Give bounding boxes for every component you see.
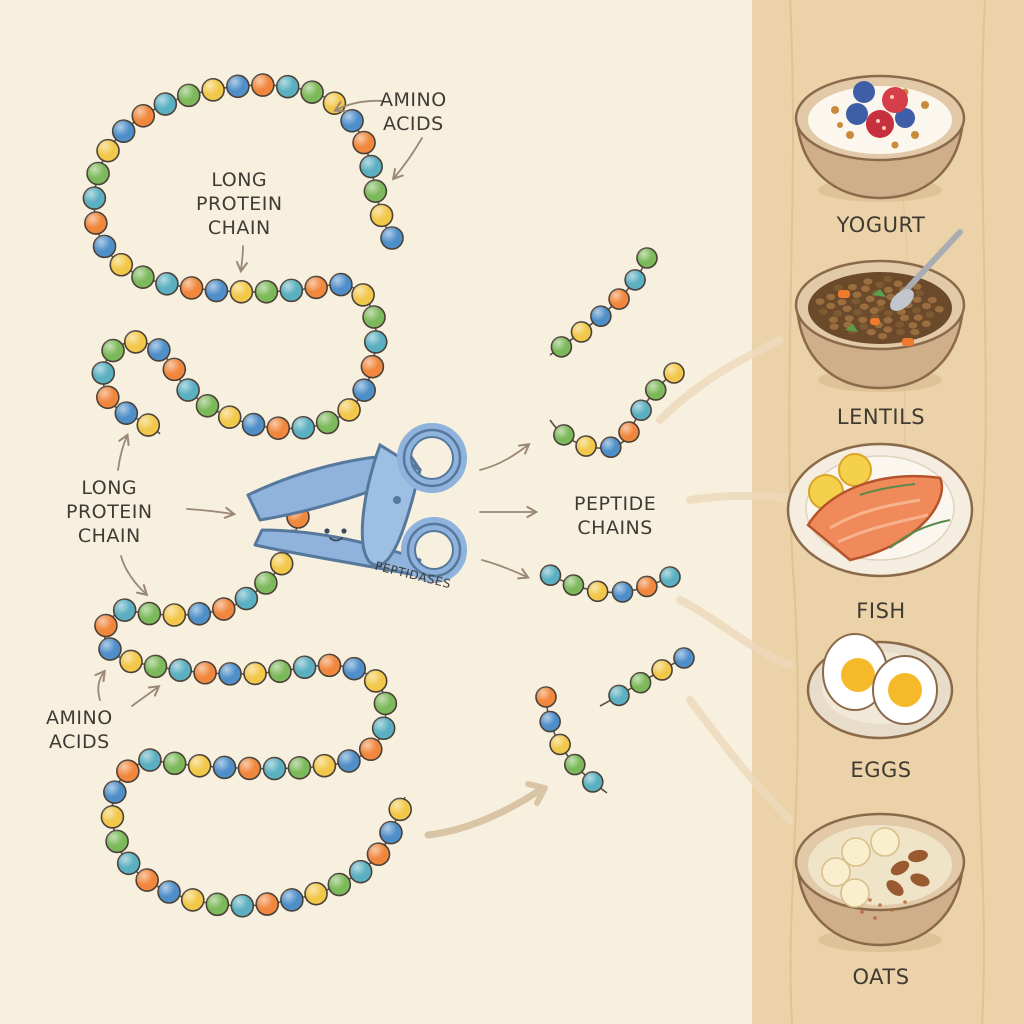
peptide-fragment-4: [599, 647, 695, 707]
peptide-fragment-5: [535, 686, 608, 794]
oats-bowl-icon: [794, 812, 966, 952]
flow-arrow: [479, 442, 531, 471]
flow-arrows: [94, 99, 548, 839]
flow-arrow: [186, 506, 237, 519]
peptide-fragment-1: [549, 247, 658, 358]
flow-arrow: [120, 555, 149, 597]
lentils-bowl-icon: [794, 229, 966, 392]
flow-arrow: [131, 685, 161, 707]
flow-arrow: [481, 559, 530, 580]
food-label-oats: OATS: [852, 965, 910, 989]
food-swooshes: [656, 336, 794, 824]
yogurt-bowl-icon: [794, 74, 966, 202]
amino-acid-beads: [82, 73, 695, 918]
flow-arrow: [235, 245, 248, 274]
long-protein-chain-upper: [82, 73, 404, 440]
food-label-fish: FISH: [856, 599, 906, 623]
flow-arrow: [333, 99, 384, 113]
food-label-eggs: EGGS: [850, 758, 912, 782]
long-protein-chain-lower: [94, 505, 412, 918]
eggs-plate-icon: [806, 633, 954, 740]
peptide-fragment-2: [549, 362, 685, 459]
peptide-fragment-3: [539, 564, 681, 603]
flow-arrow: [117, 432, 130, 471]
flow-arrow: [94, 669, 106, 701]
flow-arrow: [391, 137, 423, 181]
fish-plate-icon: [786, 442, 974, 578]
flow-arrow: [424, 786, 544, 839]
arrow-head: [525, 781, 548, 806]
food-label-lentils: LENTILS: [836, 405, 926, 429]
food-label-yogurt: YOGURT: [836, 213, 926, 237]
scissors-icon: [246, 423, 467, 583]
